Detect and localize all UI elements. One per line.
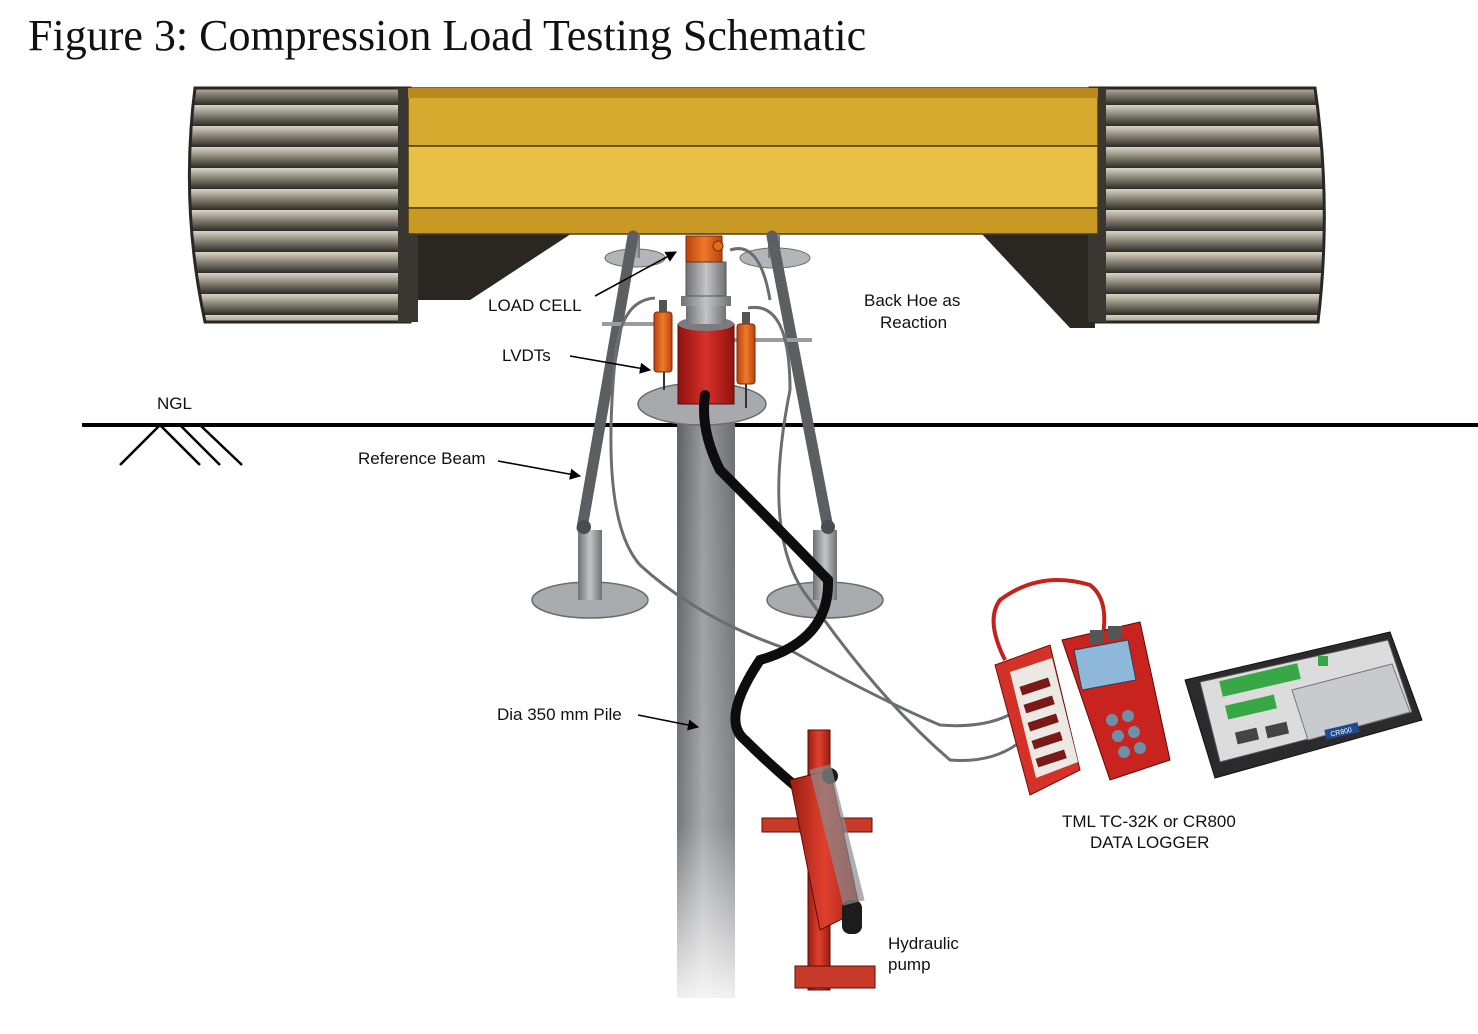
label-logger-line2: DATA LOGGER [1090, 833, 1209, 852]
switch-box [991, 578, 1107, 796]
cr800-logger: CR800 [1184, 631, 1423, 779]
leader-arrows [497, 251, 700, 731]
label-pile: Dia 350 mm Pile [497, 705, 622, 724]
yellow-reaction-beam [407, 87, 1099, 235]
figure-title: Figure 3: Compression Load Testing Schem… [28, 11, 867, 60]
label-pump-line1: Hydraulic [888, 934, 959, 953]
label-lvdts: LVDTs [502, 346, 551, 365]
hydraulic-hose [699, 390, 834, 795]
cr800-badge: CR800 [1330, 727, 1353, 739]
label-back-hoe-line1: Back Hoe as [864, 291, 960, 310]
label-reference-beam: Reference Beam [358, 449, 486, 468]
label-back-hoe-line2: Reaction [880, 313, 947, 332]
hydraulic-pump [761, 729, 876, 991]
hydraulic-jack [677, 296, 735, 405]
ngl-ground-line [82, 423, 1478, 466]
lvdt-left [653, 300, 673, 390]
lvdt-cables [609, 247, 1042, 762]
load-cell [685, 235, 727, 297]
label-ngl: NGL [157, 394, 192, 413]
right-crawler-track [1088, 86, 1326, 324]
label-load-cell: LOAD CELL [488, 296, 582, 315]
pile [637, 382, 767, 998]
lvdt-right [736, 312, 756, 408]
back-hoe [187, 86, 1326, 328]
left-crawler-track [187, 86, 418, 324]
label-logger-line1: TML TC-32K or CR800 [1062, 812, 1236, 831]
tml-handheld-logger [1061, 621, 1171, 781]
label-pump-line2: pump [888, 955, 931, 974]
